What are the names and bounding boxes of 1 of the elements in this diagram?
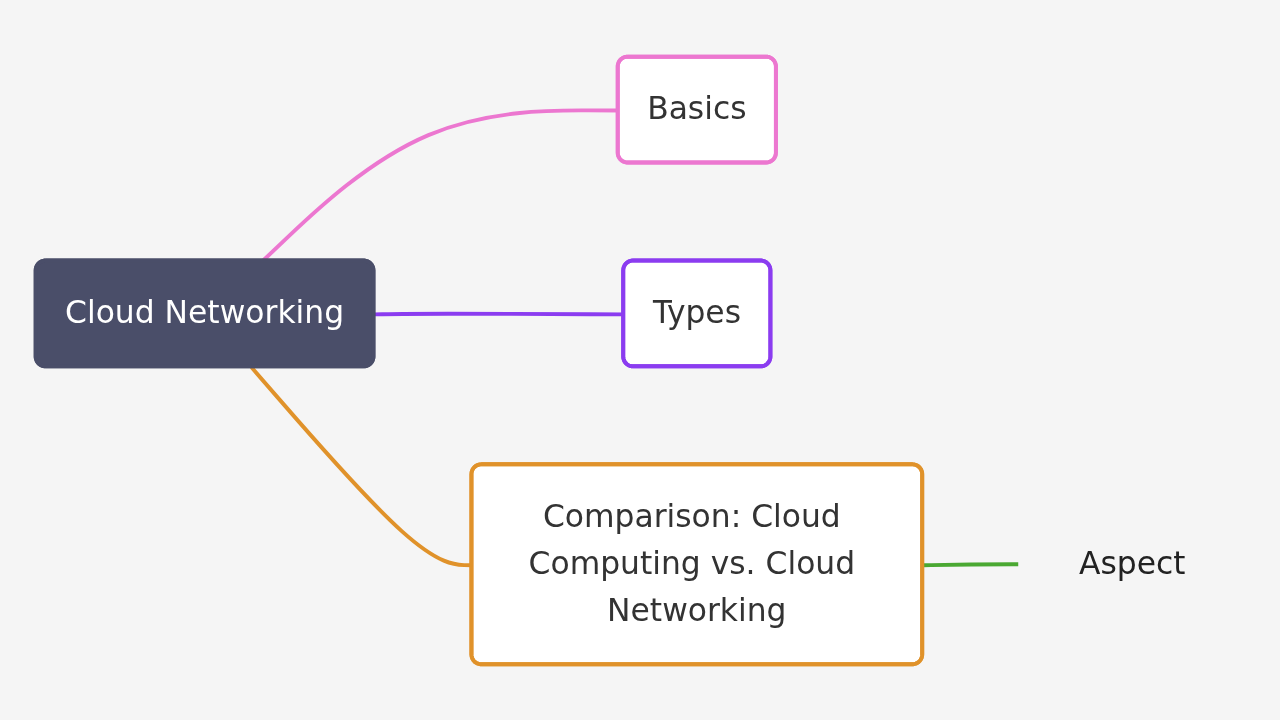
node-text: Aspect <box>1078 544 1186 582</box>
